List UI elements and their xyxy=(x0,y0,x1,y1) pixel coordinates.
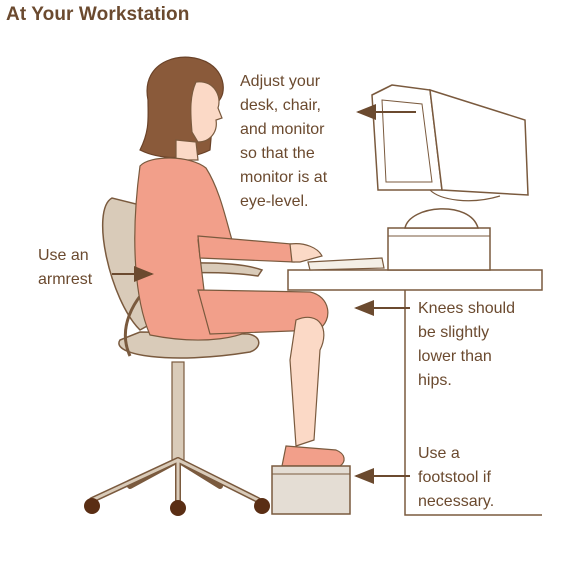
caster xyxy=(254,498,270,514)
footstool xyxy=(272,466,350,514)
caster xyxy=(170,500,186,516)
monitor xyxy=(372,85,528,201)
monitor-stand xyxy=(388,209,490,270)
note-footstool: Use a footstool if necessary. xyxy=(418,442,558,514)
note-knees: Knees should be slightly lower than hips… xyxy=(418,297,568,393)
note-armrest: Use an armrest xyxy=(38,244,128,292)
note-adjust-monitor: Adjust your desk, chair, and monitor so … xyxy=(240,70,380,214)
keyboard xyxy=(308,258,384,270)
caster xyxy=(84,498,100,514)
